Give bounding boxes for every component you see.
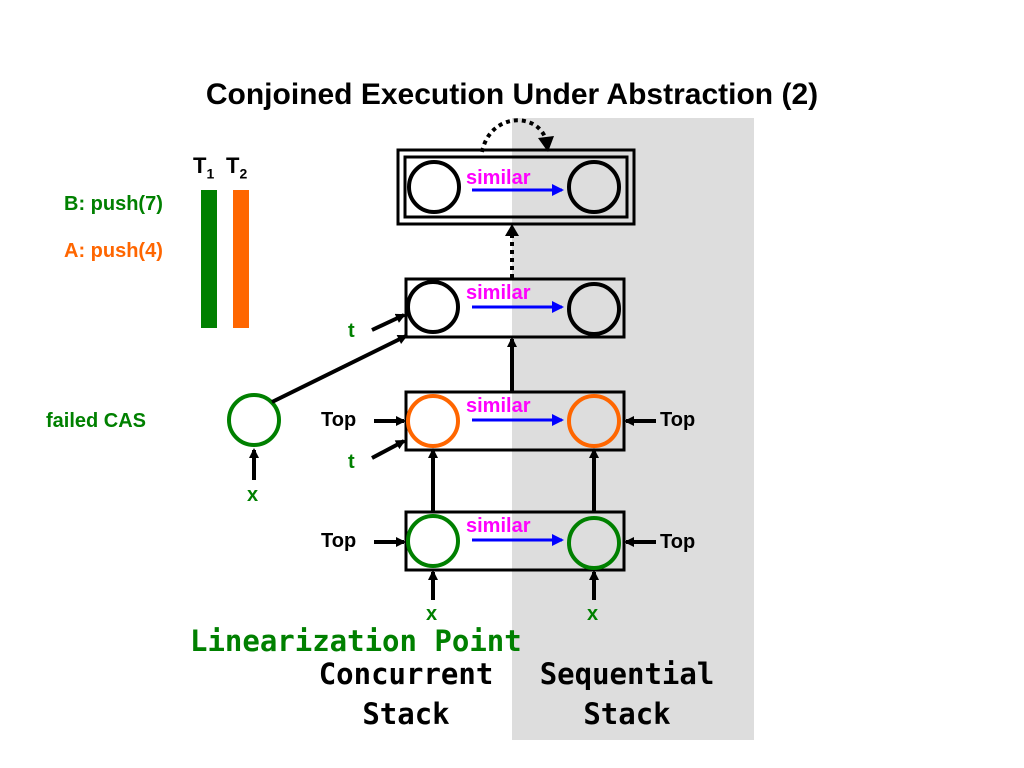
thread-label-t1: T1 [193,153,214,181]
node-3-left [406,394,460,448]
node-2-left [406,280,460,334]
node-2-right [567,282,621,336]
node-3-right [567,394,621,448]
sequential-stack-line-1: Sequential [539,657,715,691]
top-label-3-left: Top [321,409,357,431]
t2-subscript: 2 [239,165,248,182]
failed-cas-pointer [271,334,408,404]
node-4-left [406,514,460,568]
concurrent-stack-line-1: Concurrent [318,657,494,691]
x-label-failed-cas: x [247,484,259,506]
sequential-stack-label: Sequential Stack [527,654,727,734]
slide-title: Conjoined Execution Under Abstraction (2… [205,78,819,111]
top-label-4-left: Top [321,530,357,552]
t1-letter: T [193,153,207,178]
abstract-node-right [567,160,621,214]
thread-label-t2: T2 [226,153,247,181]
x-label-concurrent: x [426,603,438,625]
thread-bar-t1 [201,190,217,328]
x-label-sequential: x [587,603,599,625]
abstract-box [396,148,636,226]
failed-cas-node [227,393,281,447]
sequential-stack-line-2: Stack [583,697,671,731]
t-label-1: t [348,320,355,342]
op-a-label: A: push(4) [64,240,163,262]
similar-label-4: similar [466,515,531,537]
dotted-loop-arrow [480,118,548,153]
t-arrow-2 [371,439,406,460]
t-label-2: t [348,451,355,473]
failed-cas-label: failed CAS [46,410,147,432]
t1-subscript: 1 [206,165,215,182]
concurrent-stack-label: Concurrent Stack [306,654,506,734]
thread-bar-t2 [233,190,249,328]
similar-label-1: similar [466,167,531,189]
node-4-right [567,516,621,570]
concurrent-stack-line-2: Stack [362,697,450,731]
linearization-point-label: Linearization Point [190,624,522,658]
abstract-node-left [407,160,461,214]
top-label-4-right: Top [660,531,696,553]
t-arrow-1 [371,313,406,332]
t2-letter: T [226,153,240,178]
similar-label-3: similar [466,395,531,417]
op-b-label: B: push(7) [64,193,163,215]
similar-label-2: similar [466,282,531,304]
top-label-3-right: Top [660,409,696,431]
